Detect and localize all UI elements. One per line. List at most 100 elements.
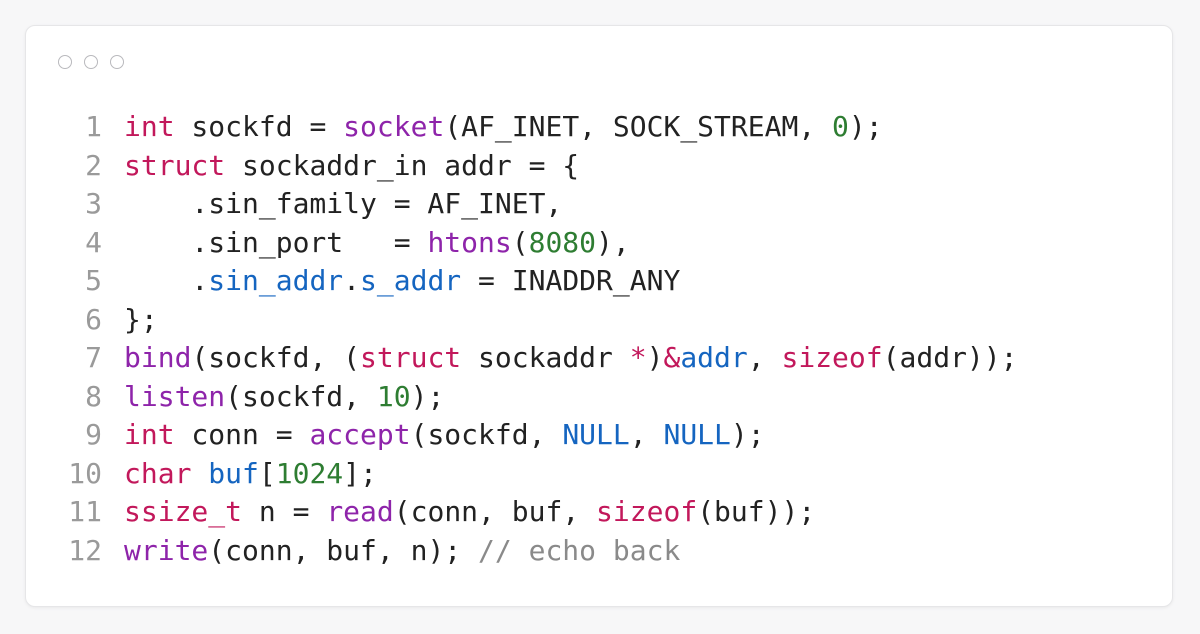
code-token: conn = [174,418,310,451]
code-token: 1024 [275,456,344,490]
code-token: s_addr [360,264,462,297]
code-text: listen(sockfd, 10); [124,378,444,417]
code-token: 0 [832,110,849,143]
code-token: ); [730,418,765,451]
code-line: 3 .sin_family = AF_INET, [62,185,1018,224]
code-token: NULL [562,418,630,451]
code-token: sin_addr [208,264,344,297]
code-line: 5 .sin_addr.s_addr = INADDR_ANY [62,262,1018,301]
code-token: 10 [376,379,411,413]
code-text: ssize_t n = read(conn, buf, sizeof(buf))… [124,493,815,532]
code-token: int [124,110,175,143]
maximize-button[interactable] [110,55,124,69]
code-token: (addr)); [882,341,1018,374]
code-line: 2 struct sockaddr_in addr = { [62,147,1018,186]
code-line: 4 .sin_port = htons(8080), [62,224,1018,263]
code-text: char buf[1024]; [124,455,377,494]
code-text: .sin_port = htons(8080), [124,224,630,263]
code-token: bind [124,341,192,374]
code-token: . [343,264,361,297]
line-number: 7 [85,341,102,374]
code-token: sizeof [596,495,698,528]
code-text: .sin_addr.s_addr = INADDR_ANY [124,262,680,301]
code-token: NULL [663,418,731,451]
code-line: 10 char buf[1024]; [62,455,1018,494]
code-token: ), [596,225,630,259]
close-button[interactable] [58,55,72,69]
code-token: (sockfd, [225,379,377,413]
code-token: .sin_port = [124,225,428,259]
code-block: 1 int sockfd = socket(AF_INET, SOCK_STREA… [62,108,1018,571]
code-token: struct [360,341,462,374]
code-token: (sockfd, ( [191,341,361,374]
code-token: sockaddr_in addr = { [225,148,580,182]
code-token: ]; [343,456,377,490]
code-token: accept [309,418,411,451]
code-token: struct [124,148,226,182]
code-text: .sin_family = AF_INET, [124,185,562,224]
code-token: , [747,341,782,374]
code-token: .sin_family = AF_INET, [124,187,563,220]
code-text: struct sockaddr_in addr = { [124,147,579,186]
code-token: ); [410,379,445,413]
code-token: sizeof [781,341,883,374]
code-token: addr [680,341,748,374]
code-token [191,457,208,490]
code-line: 9 int conn = accept(sockfd, NULL, NULL); [62,416,1018,455]
line-number: 5 [85,264,102,297]
code-text: int sockfd = socket(AF_INET, SOCK_STREAM… [124,108,883,147]
code-token: write [124,533,209,567]
code-token: 8080 [528,225,597,259]
code-line: 1 int sockfd = socket(AF_INET, SOCK_STREA… [62,108,1018,147]
code-text: bind(sockfd, (struct sockaddr *)&addr, s… [124,339,1018,378]
code-line: 6}; [62,301,1018,340]
code-token: htons [427,225,512,259]
code-token: = INADDR_ANY [461,264,681,297]
code-token: socket [343,110,445,143]
minimize-button[interactable] [84,55,98,69]
code-token: (conn, buf, [393,495,597,528]
code-token: n = [242,495,327,528]
line-number: 4 [85,225,102,259]
code-token: [ [258,456,276,490]
code-token: sockaddr [461,341,630,374]
code-window: 1 int sockfd = socket(AF_INET, SOCK_STREA… [25,25,1173,607]
line-number: 2 [85,148,102,182]
line-number: 1 [85,110,102,143]
code-token: sockfd = [174,110,344,143]
code-token: (conn, buf, n); [208,533,479,567]
code-line: 12 write(conn, buf, n); // echo back [62,532,1018,571]
line-number: 3 [85,187,102,220]
code-text: int conn = accept(sockfd, NULL, NULL); [124,416,765,455]
window-controls [58,52,124,72]
code-token: . [124,264,209,297]
line-number: 8 [85,379,102,413]
line-number: 10 [68,456,102,490]
code-token: }; [124,302,158,336]
code-token: ) [646,341,664,374]
line-number: 11 [68,495,102,528]
code-token: , [629,418,664,451]
code-text: write(conn, buf, n); // echo back [124,532,680,571]
code-line: 8 listen(sockfd, 10); [62,378,1018,417]
code-token: (AF_INET, SOCK_STREAM, [444,110,833,143]
line-number: 6 [85,302,102,336]
code-token: ssize_t [124,495,243,528]
code-text: }; [124,301,158,340]
code-token: & [663,341,681,374]
code-line: 11 ssize_t n = read(conn, buf, sizeof(buf… [62,493,1018,532]
code-token: int [124,418,175,451]
code-token: * [629,341,647,374]
code-token: char [124,456,192,490]
code-line: 7 bind(sockfd, (struct sockaddr *)&addr, … [62,339,1018,378]
code-token: listen [124,379,226,413]
code-token: (buf)); [697,495,816,528]
code-token: // echo back [478,533,681,567]
line-number: 9 [85,418,102,451]
code-token: read [326,495,394,528]
code-token: ( [511,225,529,259]
code-token: buf [208,456,259,490]
code-token: (sockfd, [410,418,563,451]
line-number: 12 [68,533,102,567]
code-token: ); [848,110,883,143]
